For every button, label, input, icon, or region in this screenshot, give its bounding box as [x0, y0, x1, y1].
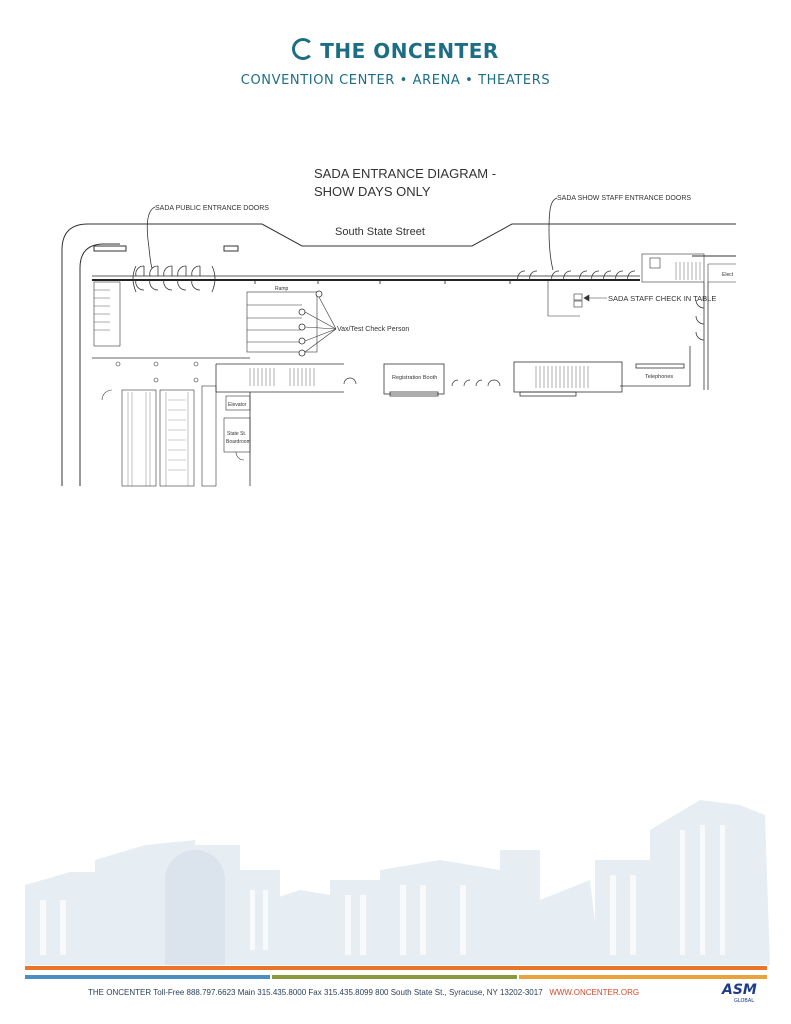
asm-logo-text: ASM [722, 982, 757, 998]
public-doors-label: SADA PUBLIC ENTRANCE DOORS [155, 205, 269, 212]
diagram-title-line2: SHOW DAYS ONLY [314, 184, 431, 199]
footer-stripe [519, 975, 767, 979]
registration-booth-label: Registration Booth [392, 375, 437, 381]
asm-global-logo: ASM GLOBAL [712, 982, 764, 1010]
staff-entrance-doors [517, 270, 636, 281]
staff-checkin-label: SADA STAFF CHECK IN TABLE [608, 294, 716, 303]
skyline-watermark [25, 800, 770, 965]
telephones-label: Telephones [645, 374, 673, 380]
letterhead: THE ONCENTER CONVENTION CENTER • ARENA •… [0, 38, 791, 88]
footer-stripe [272, 975, 517, 979]
logo-text: THE ONCENTER [320, 39, 499, 63]
corridor-doors [343, 377, 501, 387]
check-leaders [304, 296, 337, 353]
west-stair-escalators [93, 281, 217, 487]
footer-stripe [25, 966, 767, 970]
footer-contact: THE ONCENTER Toll-Free 888.797.6623 Main… [88, 988, 639, 997]
elevator-label: Elevator [228, 402, 247, 408]
boardroom-label-line2: Boardroom [226, 439, 251, 445]
stairs [249, 366, 589, 388]
oncenter-logo-icon [292, 38, 315, 60]
footer-stripe [25, 975, 270, 979]
staff-checkin-area [547, 280, 607, 317]
east-wall [620, 282, 709, 390]
diagram-title-line1: SADA ENTRANCE DIAGRAM - [314, 166, 496, 181]
elevator-boardroom [223, 395, 251, 461]
street-label: South State Street [335, 226, 425, 238]
north-wall [92, 275, 640, 284]
elec-room-label: Elect [722, 272, 734, 278]
south-corridor [92, 357, 623, 486]
check-stations [298, 290, 323, 357]
staff-doors-label: SADA SHOW STAFF ENTRANCE DOORS [557, 195, 691, 202]
vax-check-label: Vax/Test Check Person [337, 326, 409, 333]
asm-logo-sub: GLOBAL [734, 998, 755, 1004]
oncenter-logo: THE ONCENTER [0, 38, 791, 63]
ramp [246, 291, 318, 353]
staff-doors-leader [548, 197, 558, 271]
ramp-label: Ramp [275, 286, 289, 292]
public-doors-leader [146, 206, 156, 269]
tagline: CONVENTION CENTER • ARENA • THEATERS [240, 73, 551, 88]
building-outline [61, 223, 736, 486]
ne-stair-block [641, 253, 736, 283]
footer-contact-text: THE ONCENTER Toll-Free 888.797.6623 Main… [88, 988, 543, 997]
website-link[interactable]: WWW.ONCENTER.ORG [549, 988, 640, 997]
boardroom-label-line1: State St. [227, 431, 246, 437]
public-entrance-doors [132, 265, 216, 293]
